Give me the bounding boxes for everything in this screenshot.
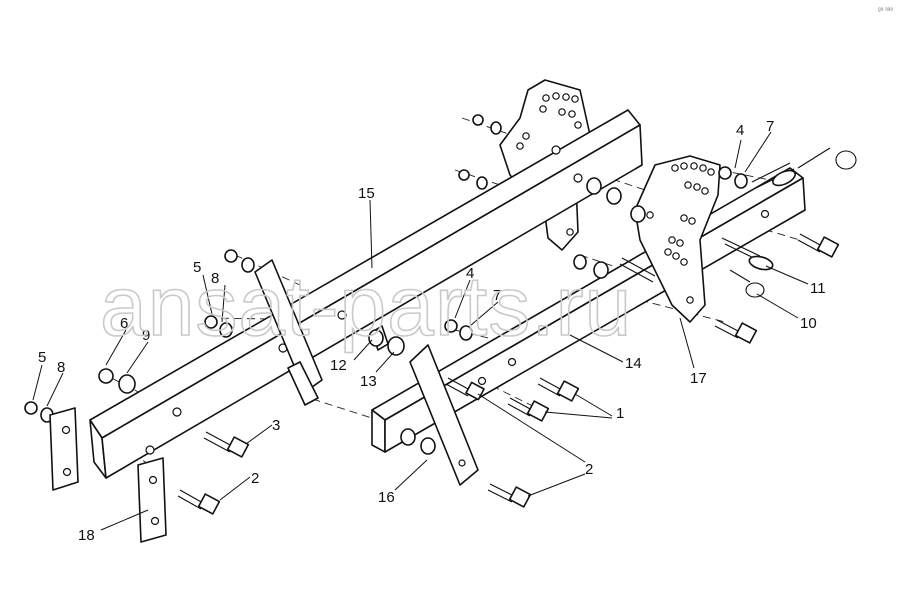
callout-4-upper: 4 (736, 122, 744, 139)
callout-1: 1 (616, 405, 624, 422)
bolt-1-a (537, 377, 580, 402)
bolt-right-lower (714, 319, 758, 344)
callout-14: 14 (625, 355, 642, 372)
callout-9: 9 (142, 327, 150, 344)
leader-lines (32, 131, 809, 531)
bolt-right-upper (797, 233, 840, 258)
callout-2-right: 2 (585, 461, 593, 478)
callout-5-mid: 5 (193, 259, 201, 276)
callout-2-left: 2 (251, 470, 259, 487)
watermark-text: ansat-parts.ru (100, 259, 632, 353)
corner-mark: ᵍᵃ ᵃᵃᵃ (878, 7, 893, 14)
callout-3: 3 (272, 417, 280, 434)
callout-7-center: 7 (493, 287, 501, 304)
spacer-plates (49, 407, 167, 543)
callout-8-left: 8 (57, 359, 65, 376)
callout-4-center: 4 (466, 265, 474, 282)
right-clamp-plate (409, 344, 479, 486)
bolt-2-left (177, 489, 221, 515)
callout-labels: 15 4 7 5 8 6 9 5 8 4 7 12 13 14 17 11 10… (38, 118, 826, 544)
front-mounting-plate (634, 155, 721, 323)
callout-5-left: 5 (38, 349, 46, 366)
main-beam (89, 109, 643, 479)
hitch-pins (721, 147, 857, 298)
spacer-bushings (368, 177, 646, 455)
callout-17: 17 (690, 370, 707, 387)
callout-18: 18 (78, 527, 95, 544)
callout-7-upper: 7 (766, 118, 774, 135)
threaded-rod (619, 257, 656, 283)
bolts (177, 233, 840, 515)
callout-13: 13 (360, 373, 377, 390)
callout-16: 16 (378, 489, 395, 506)
callout-11: 11 (810, 280, 826, 297)
callout-15: 15 (358, 185, 375, 202)
callout-6: 6 (120, 315, 128, 332)
left-clamp-plate (254, 259, 323, 406)
callout-10: 10 (800, 315, 817, 332)
bolt-1-b (507, 397, 550, 422)
callout-12: 12 (330, 357, 347, 374)
bolt-3 (203, 431, 250, 458)
nuts-and-washers (24, 114, 748, 423)
bolt-2-right (487, 483, 532, 508)
callout-8-mid: 8 (211, 270, 219, 287)
